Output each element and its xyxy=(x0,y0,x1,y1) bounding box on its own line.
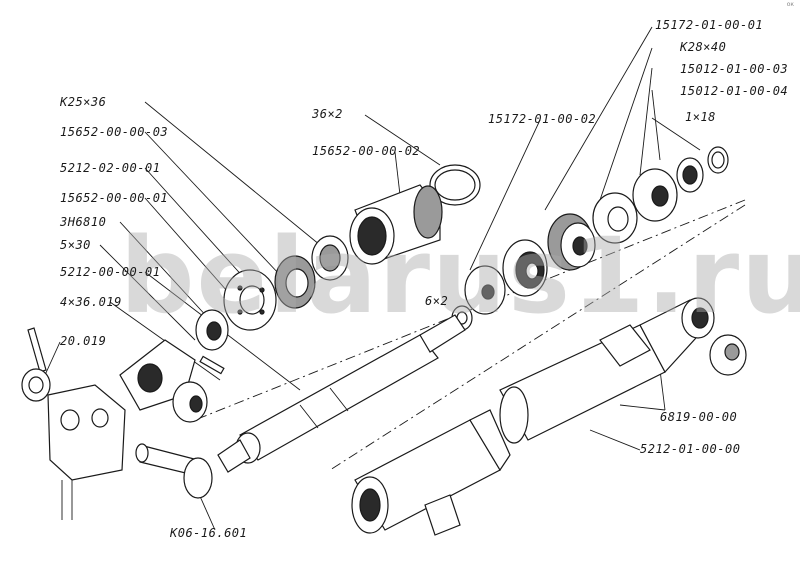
label-15012-01-00-03: 15012-01-00-03 xyxy=(680,62,789,76)
ring-15652-00-00-03 xyxy=(274,255,316,309)
label-15172-01-00-02: 15172-01-00-02 xyxy=(488,112,597,126)
label-5212-00-00-01: 5212-00-00-01 xyxy=(60,265,161,279)
nut-3h6810 xyxy=(195,309,229,351)
pin-5x30 xyxy=(199,355,225,375)
housing-15652-00-00-02 xyxy=(349,184,443,265)
label-5212-01-00-00: 5212-01-00-00 xyxy=(640,442,741,456)
label-6x2: 6×2 xyxy=(425,294,449,308)
ball-joint-left xyxy=(172,381,208,423)
fork-bracket xyxy=(47,384,126,520)
corner-mark: ок xyxy=(786,1,794,8)
pin-k06-16-601 xyxy=(135,443,213,499)
ball-6819-00-00 xyxy=(709,334,747,376)
washer-center xyxy=(464,265,506,315)
washer-15012-01-00-03 xyxy=(632,168,678,222)
label-15652-00-00-01: 15652-00-00-01 xyxy=(60,191,169,205)
label-5212-02-00-01: 5212-02-00-01 xyxy=(60,161,161,175)
bushing-15172-01-00-02 xyxy=(502,239,548,297)
piston-rod xyxy=(217,314,466,473)
cylinder-body-lower xyxy=(351,409,511,536)
lower-axis-line xyxy=(329,204,746,471)
washer-20-019 xyxy=(21,368,51,402)
cotter-pin-4x36 xyxy=(27,327,47,373)
label-k25x36: К25×36 xyxy=(60,95,107,109)
washer-15012-01-00-04 xyxy=(676,157,704,193)
oring-36x2 xyxy=(429,164,481,206)
label-1x18: 1×18 xyxy=(685,110,716,124)
label-3h6810: 3Н6810 xyxy=(60,215,107,229)
seal-k25x36 xyxy=(311,235,349,281)
label-36x2: 36×2 xyxy=(312,107,343,121)
label-k06-16-601: К06-16.601 xyxy=(170,526,248,540)
label-15012-01-00-04: 15012-01-00-04 xyxy=(680,84,789,98)
label-20-019: 20.019 xyxy=(60,334,107,348)
label-15652-00-00-02: 15652-00-00-02 xyxy=(312,144,421,158)
label-5x30: 5×30 xyxy=(60,238,91,252)
label-6819-00-00: 6819-00-00 xyxy=(660,410,738,424)
label-15172-01-00-01: 15172-01-00-01 xyxy=(655,18,764,32)
label-4x36-019: 4×36.019 xyxy=(60,295,122,309)
label-k28x40: К28×40 xyxy=(680,40,727,54)
label-15652-00-00-03: 15652-00-00-03 xyxy=(60,125,169,139)
seal-k28x40 xyxy=(592,192,638,244)
cylinder-tube xyxy=(499,297,715,444)
leader-lines xyxy=(44,26,701,531)
bushing-15172-01-00-01 xyxy=(547,213,596,271)
flange-15652-00-00-01 xyxy=(223,269,277,331)
pin-1x18 xyxy=(707,146,729,174)
